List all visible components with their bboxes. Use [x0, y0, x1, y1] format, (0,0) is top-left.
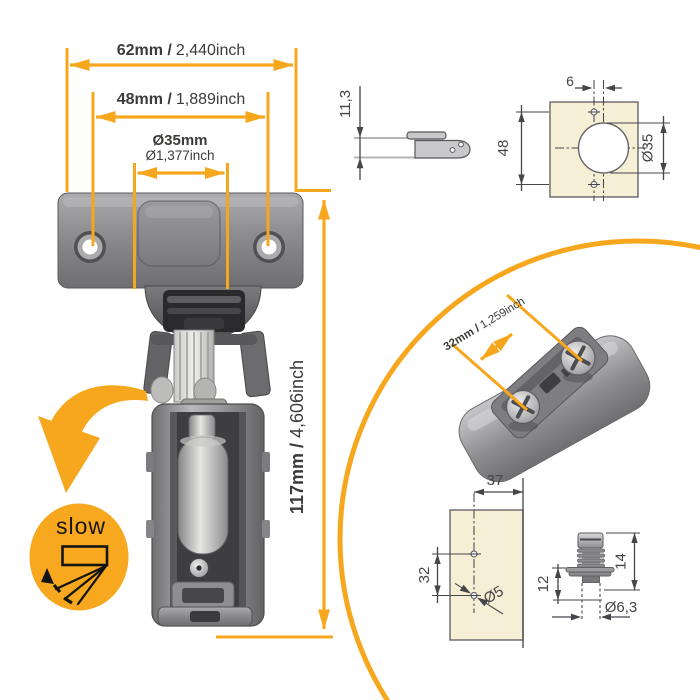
dimension-hole-spacing: 48mm /1,889inch	[91, 91, 270, 246]
cup-bore	[577, 122, 630, 174]
cup-drilling-view: 6 48 Ø35	[495, 73, 670, 201]
plate-drilling-view: 37 32 Ø5	[416, 472, 524, 648]
mounting-plate-photo	[458, 326, 651, 483]
cup-diameter-label-metric: Ø35mm	[152, 132, 207, 149]
screw-diameter-label: Ø6,3	[605, 599, 638, 616]
edge-distance-label: 37	[487, 472, 504, 489]
euro-screw-view: 14 12 Ø6,3	[535, 532, 640, 621]
soft-close-damper	[177, 436, 229, 555]
soft-close-door-icon	[41, 545, 109, 606]
cabinet-panel	[449, 509, 524, 641]
euro-screw-drawing	[565, 532, 615, 620]
slow-badge: slow	[29, 503, 129, 611]
overall-width-label: 62mm /2,440inch	[117, 42, 246, 59]
slow-badge-circle	[29, 503, 129, 611]
cup-bore-diameter-label: Ø35	[640, 134, 657, 162]
hinge-articulation	[143, 329, 271, 426]
callout-circle	[337, 238, 700, 700]
cup-diameter-label-imperial: Ø1,377inch	[145, 148, 214, 163]
hinge-photo	[57, 192, 304, 627]
dimension-overall-width: 62mm /2,440inch	[65, 42, 298, 192]
slow-badge-label: slow	[56, 513, 106, 539]
overall-height-label: 117mm /4,606inch	[287, 360, 307, 514]
dimension-overall-height: 117mm /4,606inch	[216, 189, 333, 639]
screw-depth-label: 12	[535, 576, 552, 593]
dimension-cup-diameter: Ø35mm Ø1,377inch	[133, 132, 229, 289]
screw-length-label: 14	[613, 553, 630, 570]
hole-offset-label: 6	[566, 73, 574, 89]
hinge-arm	[146, 403, 270, 627]
hole-spacing-label: 48mm /1,889inch	[117, 91, 246, 108]
screw-spacing-label: 48	[495, 140, 512, 157]
cup-body-profile	[414, 139, 471, 159]
closing-arrow-icon	[38, 385, 148, 493]
flange-screw-hole-right	[253, 231, 285, 263]
cup-flange-profile	[406, 131, 447, 140]
plate-hole-spacing-label: 32	[416, 567, 433, 584]
cup-depth-label: 11,3	[337, 90, 354, 118]
cup-side-view: 11,3	[337, 86, 471, 180]
flange-screw-hole-left	[74, 231, 106, 263]
